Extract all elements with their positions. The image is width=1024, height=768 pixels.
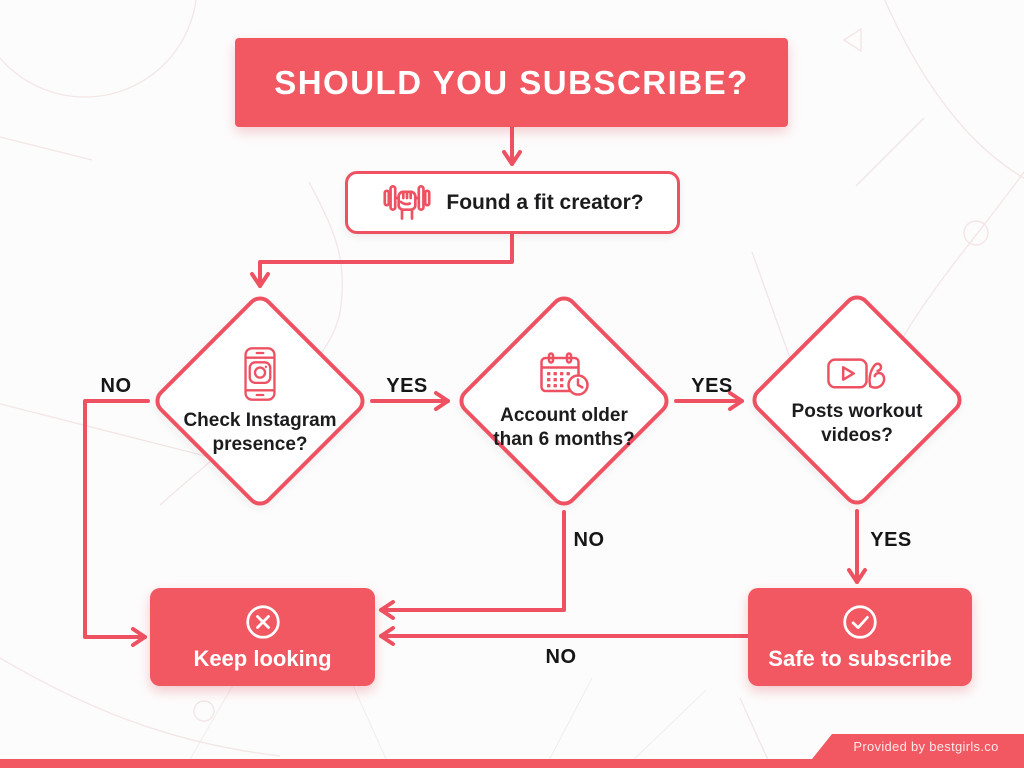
credit-ribbon: Provided by bestgirls.co [812, 734, 1024, 759]
credit-text: Provided by bestgirls.co [853, 739, 999, 754]
instagram-phone-icon [243, 346, 277, 402]
edge-label-yes-1: YES [386, 375, 428, 397]
footer-strip [0, 759, 1024, 768]
start-node: Found a fit creator? [345, 171, 680, 234]
edge-label-no-bottom: NO [545, 646, 577, 668]
decision-content-instagram: Check Instagram presence? [178, 332, 342, 470]
page-title: SHOULD YOU SUBSCRIBE? [274, 63, 749, 101]
workout-video-icon [826, 353, 888, 393]
title-banner: SHOULD YOU SUBSCRIBE? [235, 38, 788, 127]
decision-label: Posts workout videos? [791, 401, 923, 446]
dumbbell-fist-icon [381, 183, 433, 223]
edge-label-yes-2: YES [691, 375, 733, 397]
start-node-label: Found a fit creator? [446, 190, 644, 214]
decision-label: Check Instagram presence? [183, 410, 337, 455]
check-circle-icon [841, 603, 879, 641]
calendar-clock-icon [539, 351, 589, 397]
decision-content-workout-videos: Posts workout videos? [775, 331, 939, 469]
x-circle-icon [244, 603, 282, 641]
outcome-safe-to-subscribe: Safe to subscribe [748, 588, 972, 686]
outcome-label: Keep looking [193, 645, 332, 671]
decision-label: Account older than 6 months? [493, 405, 635, 450]
edge-label-no-left: NO [100, 375, 132, 397]
decision-content-account-age: Account older than 6 months? [482, 332, 646, 470]
outcome-keep-looking: Keep looking [150, 588, 375, 686]
edge-label-yes-3: YES [870, 529, 912, 551]
edge-label-no-mid: NO [573, 529, 605, 551]
outcome-label: Safe to subscribe [768, 645, 952, 671]
